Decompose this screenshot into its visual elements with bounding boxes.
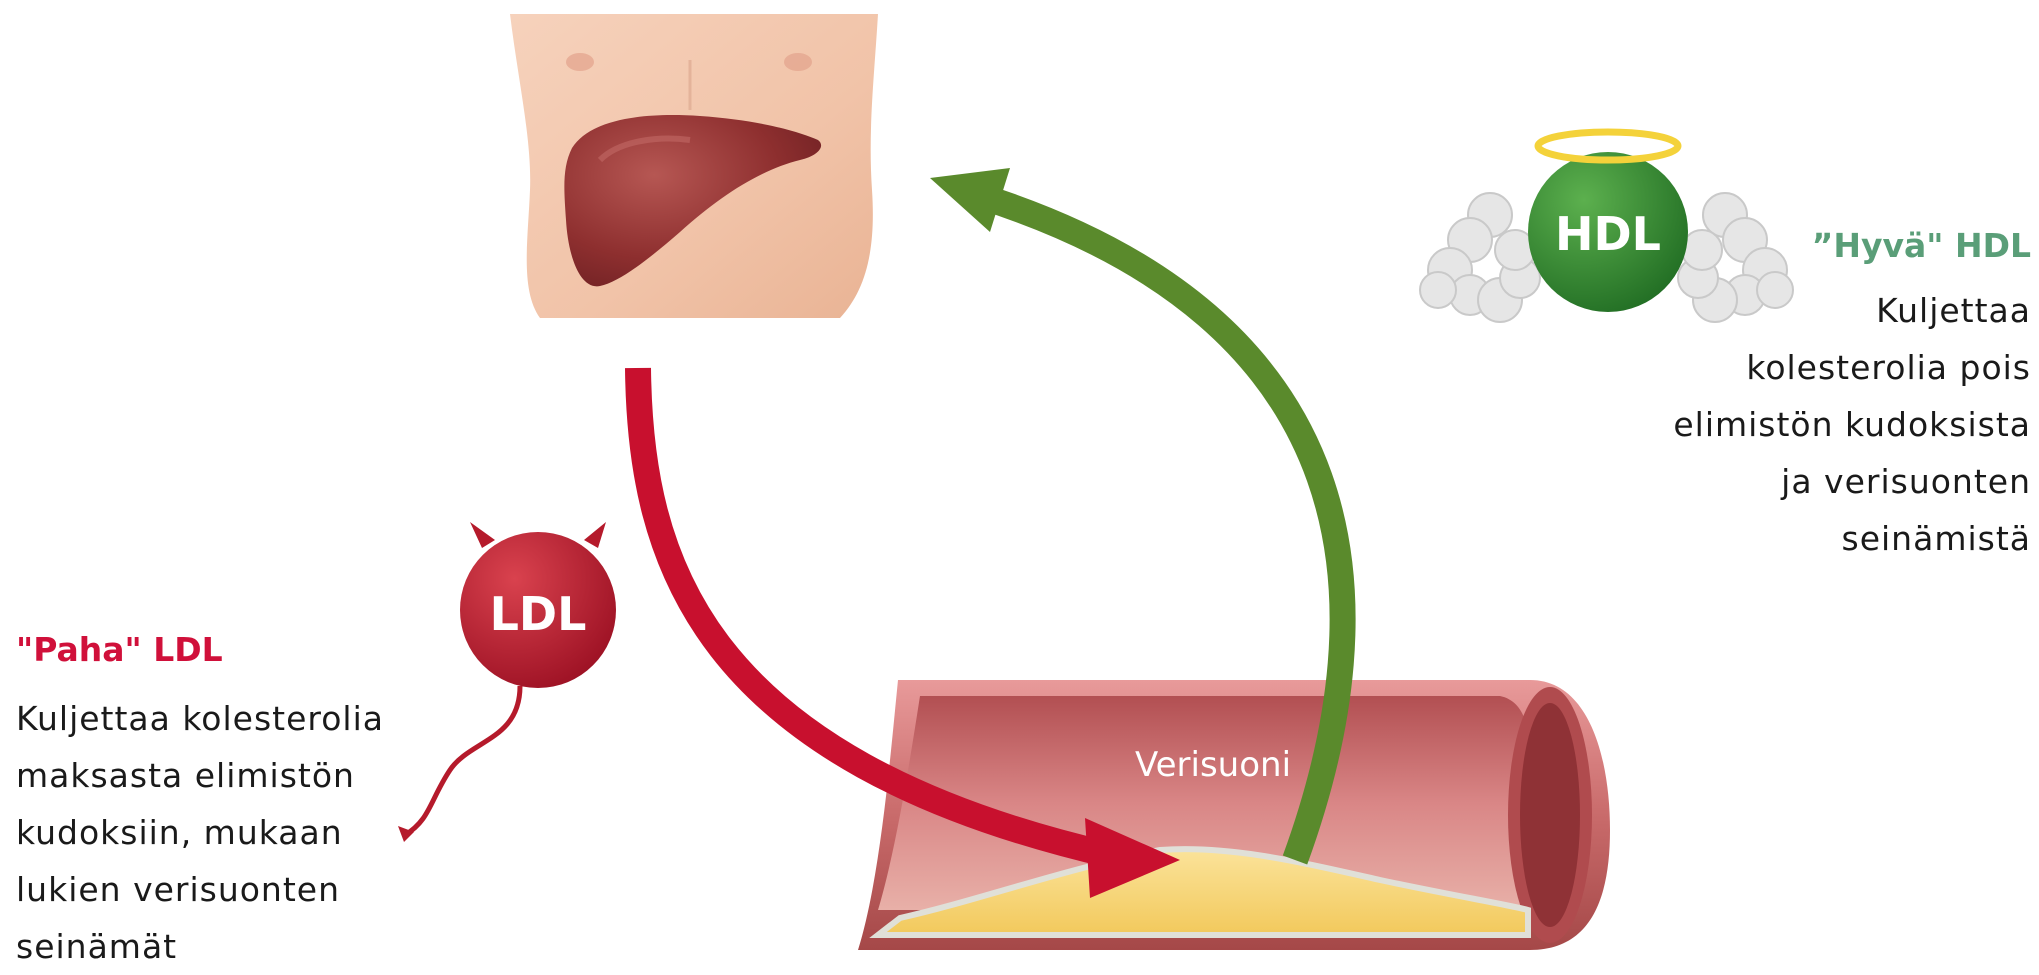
ldl-title: "Paha" LDL (16, 630, 223, 669)
ldl-badge-label: LDL (490, 587, 587, 641)
hdl-desc-line: seinämistä (1673, 510, 2031, 567)
hdl-description: Kuljettaa kolesterolia pois elimistön ku… (1673, 282, 2031, 567)
ldl-description: Kuljettaa kolesterolia maksasta elimistö… (16, 690, 436, 975)
torso-liver-illustration (510, 14, 878, 318)
hdl-title: ”Hyvä" HDL (1812, 226, 2031, 265)
hdl-desc-line: elimistön kudoksista (1673, 396, 2031, 453)
hdl-badge-label: HDL (1555, 207, 1661, 261)
ldl-desc-line: lukien verisuonten (16, 861, 436, 918)
vessel-label: Verisuoni (1135, 745, 1291, 785)
ldl-desc-line: maksasta elimistön (16, 747, 436, 804)
ldl-desc-line: seinämät (16, 918, 436, 975)
ldl-desc-line: kudoksiin, mukaan (16, 804, 436, 861)
ldl-desc-line: Kuljettaa kolesterolia (16, 690, 436, 747)
hdl-desc-line: Kuljettaa (1673, 282, 2031, 339)
hdl-desc-line: ja verisuonten (1673, 453, 2031, 510)
hdl-desc-line: kolesterolia pois (1673, 339, 2031, 396)
